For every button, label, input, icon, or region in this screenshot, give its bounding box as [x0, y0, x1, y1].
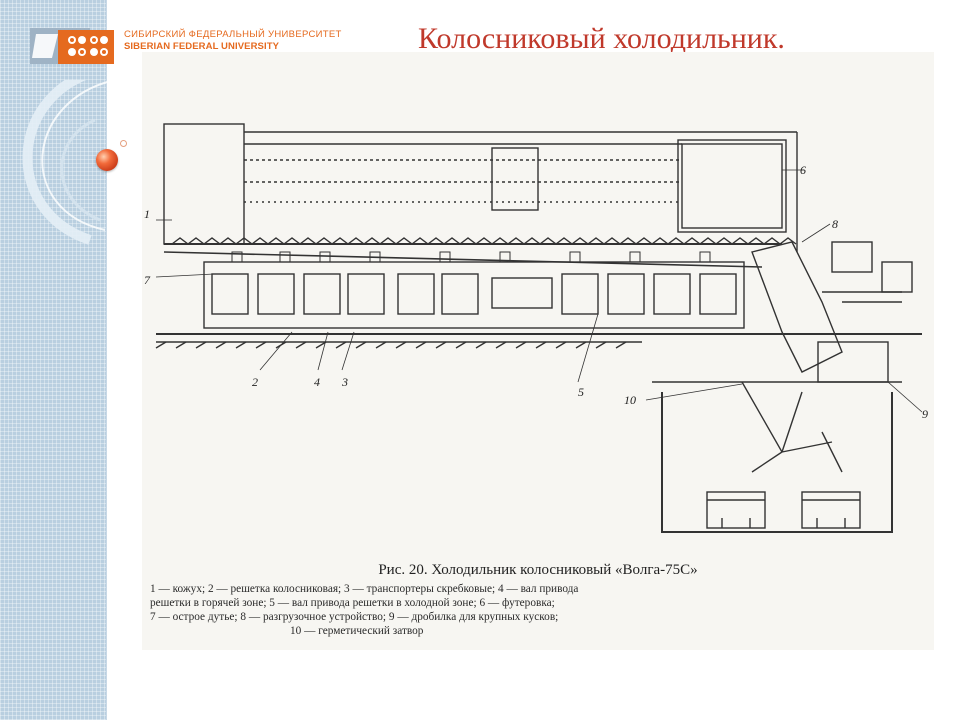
- legend-line: 1 — кожух; 2 — решетка колосниковая; 3 —…: [150, 583, 579, 595]
- university-name: СИБИРСКИЙ ФЕДЕРАЛЬНЫЙ УНИВЕРСИТЕТ SIBERI…: [124, 29, 342, 53]
- callout-4: 4: [314, 375, 320, 389]
- callout-6: 6: [800, 163, 806, 177]
- figure-legend: 1 — кожух; 2 — решетка колосниковая; 3 —…: [150, 582, 926, 638]
- legend-line: 7 — острое дутье; 8 — разгрузочное устро…: [150, 611, 559, 623]
- slide-title: Колосниковый холодильник.: [418, 22, 785, 55]
- callout-3: 3: [341, 375, 348, 389]
- legend-line: решетки в горячей зоне; 5 — вал привода …: [150, 597, 555, 609]
- callout-9: 9: [922, 407, 928, 421]
- university-name-ru: СИБИРСКИЙ ФЕДЕРАЛЬНЫЙ УНИВЕРСИТЕТ: [124, 29, 342, 40]
- callout-8: 8: [832, 217, 838, 231]
- cooler-schematic: 1 2 3 4 5 6 7 8 9 10: [144, 123, 928, 533]
- university-name-en: SIBERIAN FEDERAL UNIVERSITY: [124, 41, 280, 52]
- legend-line: 10 — герметический затвор: [290, 625, 424, 637]
- callout-10: 10: [624, 393, 636, 407]
- callout-2: 2: [252, 375, 258, 389]
- technical-drawing: 1 2 3 4 5 6 7 8 9 10 Рис. 20. Холодильни…: [142, 52, 934, 650]
- orb-ring-small: [120, 140, 127, 147]
- figure-caption: Рис. 20. Холодильник колосниковый «Волга…: [378, 562, 698, 578]
- callout-5: 5: [578, 385, 584, 399]
- sidebar-pattern: [0, 0, 107, 720]
- university-logo-icon: [30, 28, 114, 64]
- callout-1: 1: [144, 207, 150, 221]
- orange-orb: [96, 149, 118, 171]
- callout-7: 7: [144, 273, 151, 287]
